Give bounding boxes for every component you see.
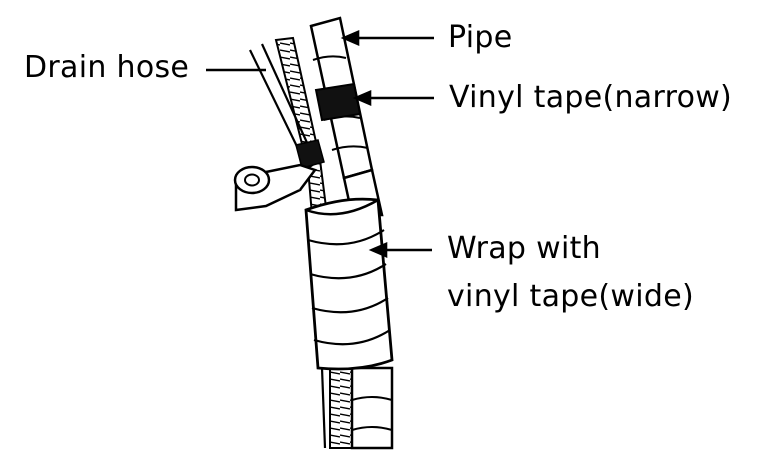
- drain-hose-label: Drain hose: [24, 50, 190, 85]
- callout-lines: [206, 30, 434, 258]
- narrow-tape-arrowhead: [352, 90, 372, 106]
- tape-roll: [233, 163, 318, 212]
- narrow-tape-band: [314, 82, 362, 122]
- wide-tape-label-line1: Wrap with: [447, 231, 601, 266]
- pipe-arrowhead: [340, 30, 360, 46]
- wide-tape-wrap: [304, 197, 394, 371]
- narrow-tape-label: Vinyl tape(narrow): [449, 80, 733, 115]
- wide-tape-label-line2: vinyl tape(wide): [447, 279, 694, 314]
- narrow-tape-on-hose: [295, 139, 325, 169]
- pipe-label: Pipe: [448, 20, 513, 55]
- wide-tape-arrowhead: [368, 242, 388, 258]
